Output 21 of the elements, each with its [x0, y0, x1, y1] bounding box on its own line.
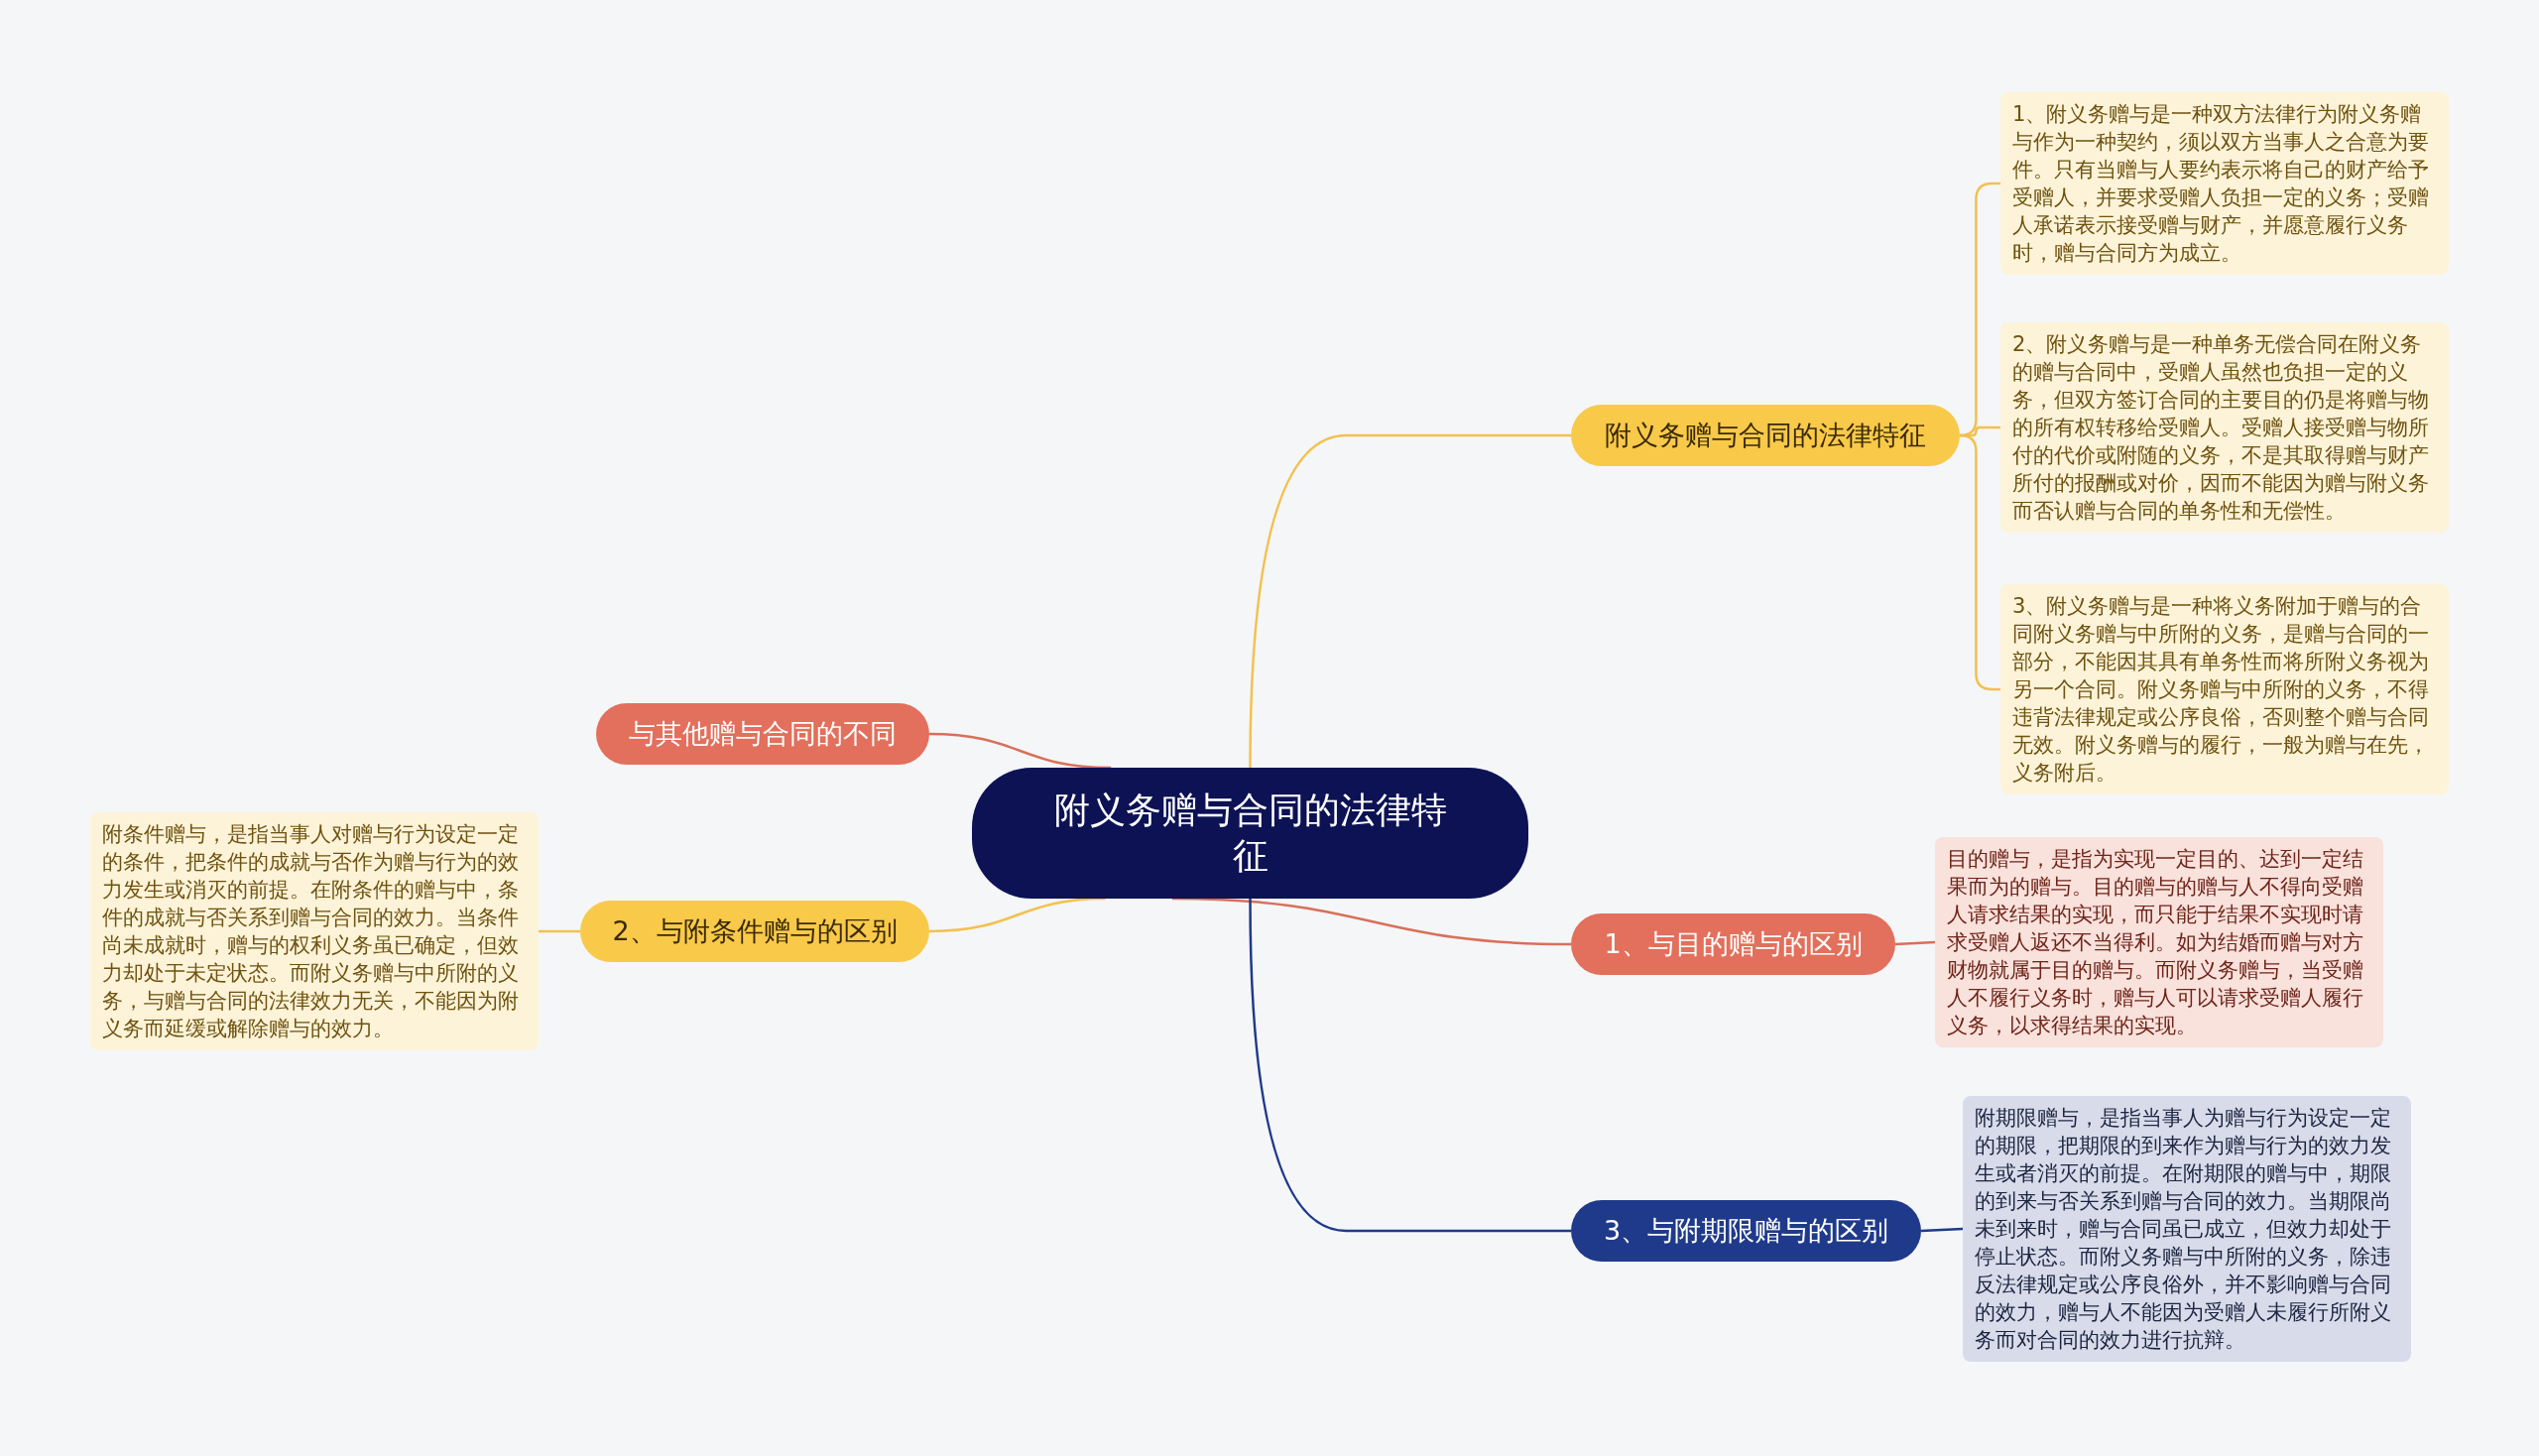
node-text: 附期限赠与，是指当事人为赠与行为设定一定的期限，把期限的到来作为赠与行为的效力发生或者消灭的前提。在附期限的赠与中，期限的到来与否关系到赠与合同的效力。当期限尚未到来时，赠与合同虽已成立，但效力却处于停止状态。而附义务赠与中所附的义务，除违反法律规定或公序良俗外，并不影响赠与合同的效力，赠与人不能因为受赠人未履行所附义务而对合同的效力进行抗辩。: [1975, 1105, 2392, 1354]
node-text: 附义务赠与合同的法律特征: [1052, 789, 1448, 878]
node-text: 3、与附期限赠与的区别: [1603, 1214, 1889, 1248]
node-text: 1、与目的赠与的区别: [1604, 927, 1863, 961]
connector-line: [539, 929, 580, 933]
node-text: 1、附义务赠与是一种双方法律行为附义务赠与作为一种契约，须以双方当事人之合意为要件。只有当赠与人要约表示将自己的财产给予受赠人，并要求受赠人负担一定的义务；受赠人承诺表示接受赠与财产，并愿意履行义务时，赠与合同方为成立。: [2012, 101, 2430, 267]
node-text: 3、附义务赠与是一种将义务附加于赠与的合同附义务赠与中所附的义务，是赠与合同的一部分，不能因其具有单务性而将所附义务视为另一个合同。附义务赠与中所附的义务，不得违背法律规定或公序良俗，否则整个赠与合同无效。附义务赠与的履行，一般为赠与在先，义务附后。: [2012, 593, 2430, 787]
node-text: 2、与附条件赠与的区别: [612, 914, 898, 948]
connector-line: [1171, 897, 1572, 946]
node-text: 与其他赠与合同的不同: [629, 717, 897, 751]
connector-line: [928, 897, 1106, 933]
connector-line: [928, 732, 1112, 770]
connector-line: [1249, 433, 1571, 768]
node-text: 附义务赠与合同的法律特征: [1605, 419, 1926, 452]
connector-line: [1920, 1227, 1964, 1233]
node-text: 附条件赠与，是指当事人对赠与行为设定一定的条件，把条件的成就与否作为赠与行为的效力发生或消灭的前提。在附条件的赠与中，条件的成就与否关系到赠与合同的效力。当条件尚未成就时，赠与的权利义务虽已确定，但效力却处于未定状态。而附义务赠与中所附的义务，与赠与合同的法律效力无关，不能因为附义务而延缓或解除赠与的效力。: [102, 821, 520, 1042]
connector-line: [1894, 940, 1936, 946]
node-text: 目的赠与，是指为实现一定目的、达到一定结果而为的赠与。目的赠与的赠与人不得向受赠人请求结果的实现，而只能于结果不实现时请求受赠人返还不当得利。如为结婚而赠与对方财物就属于目的赠与。而附义务赠与，当受赠人不履行义务时，赠与人可以请求受赠人履行义务，以求得结果的实现。: [1947, 846, 2364, 1039]
node-text: 2、附义务赠与是一种单务无偿合同在附义务的赠与合同中，受赠人虽然也负担一定的义务，但双方签订合同的主要目的仍是将赠与物的所有权转移给受赠人。受赠人接受赠与物所付的代价或附随的义务，不是其取得赠与财产所付的报酬或对价，因而不能因为赠与附义务而否认赠与合同的单务性和无偿性。: [2012, 331, 2430, 525]
note-card: [2000, 92, 2449, 275]
connector-line: [1249, 899, 1571, 1233]
